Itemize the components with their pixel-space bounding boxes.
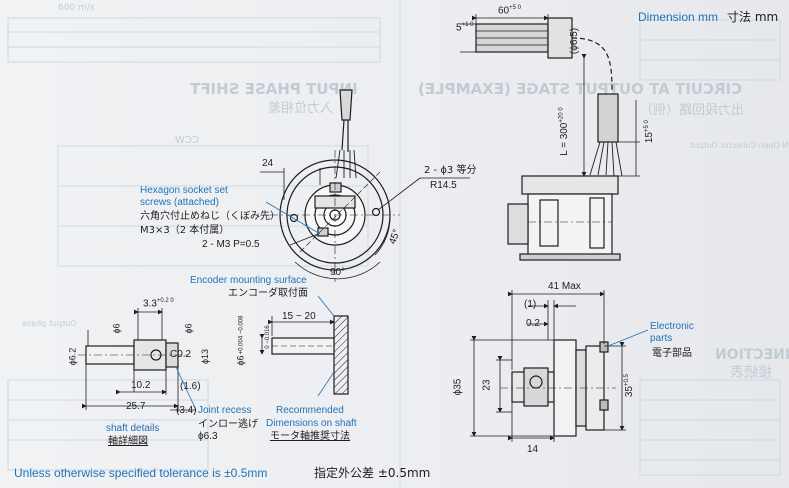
- shaft-dia-6-left: ϕ6: [111, 323, 122, 334]
- angle-90: 90°: [330, 267, 346, 278]
- chamfer: C0.2: [170, 349, 192, 360]
- dim-10-2: 10.2: [131, 380, 151, 391]
- side-view: [470, 290, 649, 442]
- cable-length-tol: +20 0: [558, 107, 565, 123]
- dim-35-right-value: 35: [624, 386, 636, 398]
- thread-spec: 2 - M3 P=0.5: [202, 239, 260, 250]
- side-dia-35: ϕ35: [452, 378, 464, 396]
- dim-24: 24: [262, 158, 274, 169]
- dim-1-6: (1.6): [180, 381, 201, 392]
- dim-15-value: 15: [644, 132, 656, 144]
- ghost-tables: [7, 0, 781, 488]
- dim-60-value: 60: [498, 5, 510, 17]
- mount-surface-ja: エンコーダ取付面: [228, 288, 308, 299]
- joint-recess-ja: インロー逃げ: [198, 419, 258, 430]
- recommended-line-2: Dimensions on shaft: [266, 418, 357, 429]
- cable-length: L = 300+20 0: [559, 107, 570, 155]
- dimension-unit-ja: 寸法 mm: [727, 10, 779, 24]
- tolerance-note-en: Unless otherwise specified tolerance is …: [14, 466, 268, 480]
- dim-0-2: 0.2: [526, 318, 540, 329]
- dim-3-4: (3.4): [176, 405, 197, 416]
- shaft-range: 15 ~ 20: [282, 311, 316, 322]
- dim-5-value: 5: [456, 22, 462, 34]
- recommended-shaft: [259, 295, 349, 397]
- dim-60: 60+5 0: [498, 5, 521, 16]
- dim-35-right: 35+0.5: [624, 374, 635, 397]
- dim-35-right-tol: +0.5: [623, 374, 630, 387]
- shaft-details-en: shaft details: [106, 423, 160, 434]
- cable-length-value: L = 300: [558, 122, 570, 156]
- shaft-dia-6-2: ϕ6.2: [67, 347, 78, 366]
- shaft-details-ja: 軸詳細図: [108, 436, 148, 447]
- joint-recess-dia: ϕ6.3: [198, 431, 218, 442]
- recommended-line-3: モータ軸推奨寸法: [270, 431, 350, 442]
- dim-3-3: 3.3+0.2 0: [143, 298, 174, 309]
- electronic-parts-en-1: Electronic: [650, 321, 694, 332]
- electronic-parts-ja: 電子部品: [652, 348, 692, 359]
- screw-title-en-1: Hexagon socket set: [140, 185, 228, 196]
- cable-diameter: (ϕ6.5): [569, 27, 581, 55]
- electronic-parts-en-2: parts: [650, 333, 673, 344]
- joint-recess-en: Joint recess: [198, 405, 252, 416]
- dim-5-tol: +1 0: [461, 22, 474, 28]
- holes-label: 2 - ϕ3 等分: [424, 165, 477, 176]
- front-view: [260, 89, 470, 282]
- dim-3-3-value: 3.3: [143, 298, 157, 310]
- fit-tolerance: +0.004 −0.008: [238, 315, 245, 355]
- shaft-dia-6-mid: ϕ6: [183, 323, 194, 334]
- dim-1: (1): [524, 299, 537, 310]
- dimension-unit-en: Dimension mm: [638, 10, 719, 24]
- fit-tolerance-2: 0 −0.016: [264, 325, 271, 349]
- screw-title-en-2: screws (attached): [140, 197, 219, 208]
- ghost-top-left: 600 m/s: [58, 3, 95, 13]
- dim-41-max: 41 Max: [548, 281, 581, 292]
- dim-3-3-tol: +0.2 0: [156, 298, 174, 304]
- screw-title-ja: 六角穴付止めねじ（くぼみ先）: [140, 211, 280, 222]
- screw-size: M3×3（2 本付属）: [140, 225, 230, 236]
- dim-15-tol: +5 0: [643, 120, 650, 133]
- shaft-dia-13: ϕ13: [200, 348, 211, 365]
- tolerance-note-ja: 指定外公差 ±0.5mm: [314, 466, 431, 480]
- dim-14: 14: [527, 444, 539, 455]
- screw-leader: [265, 201, 321, 235]
- recommended-line-1: Recommended: [276, 405, 344, 416]
- dim-5: 5+1 0: [456, 22, 473, 33]
- dim-60-tol: +5 0: [509, 5, 521, 11]
- holes-radius: R14.5: [430, 180, 457, 191]
- dim-15: 15+5 0: [644, 120, 655, 143]
- shaft-details-view: [78, 308, 197, 412]
- top-right-view: [460, 14, 640, 261]
- mount-surface-en: Encoder mounting surface: [190, 275, 307, 286]
- dim-25-7: 25.7: [126, 401, 146, 412]
- fit-diameter: ϕ6: [235, 355, 246, 366]
- dim-23: 23: [481, 379, 493, 391]
